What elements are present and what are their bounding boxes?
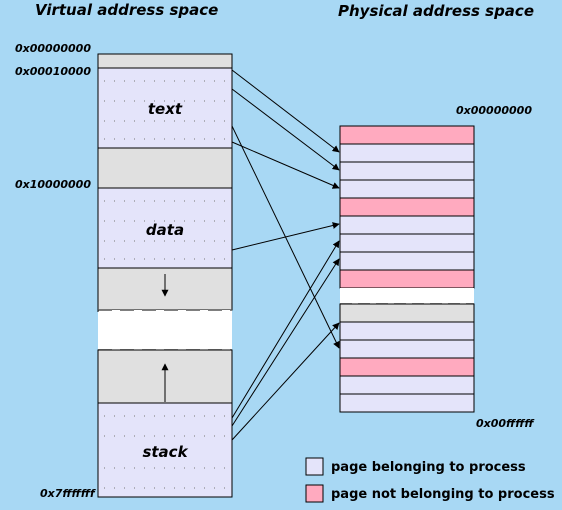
legend: page belonging to process page not belon… [305,457,555,503]
legend-swatch-belonging [305,457,324,476]
physical-page [339,233,475,253]
virtual-space-title: Virtual address space [35,1,218,19]
physical-page [339,179,475,199]
mapping-arrow [231,222,340,251]
stack-segment [97,402,233,498]
mapping-arrow [231,141,340,189]
mapping-arrow [231,240,340,419]
page-mapping-arrows [231,69,340,441]
virtual-address-start: 0x00000000 [15,42,91,55]
physical-page [339,143,475,163]
physical-page [339,161,475,181]
physical-page [339,321,475,341]
mapping-arrow [231,88,340,171]
mapping-arrow [231,258,340,427]
text-page-dots [104,80,228,140]
physical-page [339,251,475,271]
virtual-break-region [98,310,232,350]
mapping-arrow [231,69,340,153]
physical-page [339,197,475,217]
virtual-address-end: 0x7fffffff [40,487,96,500]
physical-page [339,393,475,413]
virtual-address-column: text data stack [97,53,233,498]
physical-space-title: Physical address space [338,2,534,20]
physical-address-column [339,125,475,413]
data-page-dots [104,200,228,260]
legend-label-belonging: page belonging to process [331,460,526,475]
physical-page [339,125,475,145]
physical-page [339,357,475,377]
data-segment-label: data [146,221,184,239]
physical-address-start: 0x00000000 [456,104,532,117]
virtual-reserved-region [97,53,233,69]
virtual-address-data-start: 0x10000000 [15,178,91,191]
physical-address-end: 0x00ffffff [476,417,535,430]
legend-label-not-belonging: page not belonging to process [331,487,555,502]
physical-page [339,375,475,395]
physical-page [339,269,475,289]
stack-page-dots [104,415,228,489]
virtual-gap-region [97,147,233,189]
physical-page [339,339,475,359]
virtual-address-text-start: 0x00010000 [15,65,91,78]
mapping-arrow [231,322,340,441]
stack-segment-label: stack [142,443,188,461]
physical-page [339,215,475,235]
text-segment-label: text [148,100,183,118]
legend-swatch-not-belonging [305,484,324,503]
physical-break-region [340,288,474,304]
physical-page [339,303,475,323]
